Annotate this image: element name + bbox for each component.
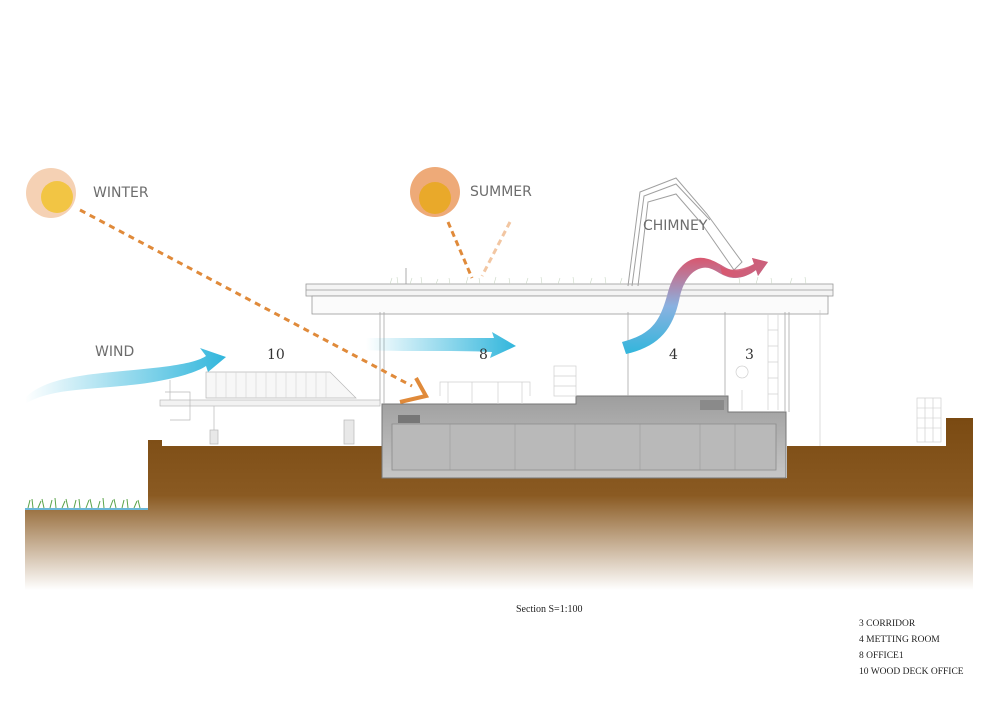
building-section (159, 177, 942, 479)
fence (819, 310, 942, 446)
section-caption: Section S=1:100 (516, 604, 583, 615)
room-number-8: 8 (479, 347, 488, 363)
legend-item: 8 OFFICE1 (859, 651, 904, 661)
ground (25, 418, 973, 590)
chimney-label: CHIMNEY (643, 218, 708, 234)
wind-arrow-main (25, 348, 226, 404)
grass (27, 497, 141, 509)
roof-greenery (389, 276, 807, 285)
room-number-10: 10 (267, 347, 285, 363)
winter-sun-icon (26, 168, 76, 218)
chimney-airflow-arrow (622, 257, 768, 354)
winter-sun-ray (79, 208, 430, 404)
room-number-3: 3 (745, 347, 754, 363)
legend-item: 4 METTING ROOM (859, 635, 940, 645)
room-legend: 3 CORRIDOR 4 METTING ROOM 8 OFFICE1 10 W… (859, 616, 964, 680)
legend-item: 3 CORRIDOR (859, 619, 916, 629)
wood-deck (159, 371, 381, 445)
roof (305, 268, 834, 315)
summer-sun-icon (410, 167, 460, 217)
summer-sun-rays (446, 221, 512, 279)
room-number-4: 4 (669, 347, 678, 363)
wind-arrow-office (366, 332, 516, 358)
wind-label: WIND (95, 344, 134, 360)
legend-item: 10 WOOD DECK OFFICE (859, 667, 964, 677)
summer-label: SUMMER (470, 184, 532, 200)
winter-label: WINTER (93, 185, 149, 201)
chimney-outline (627, 177, 743, 287)
